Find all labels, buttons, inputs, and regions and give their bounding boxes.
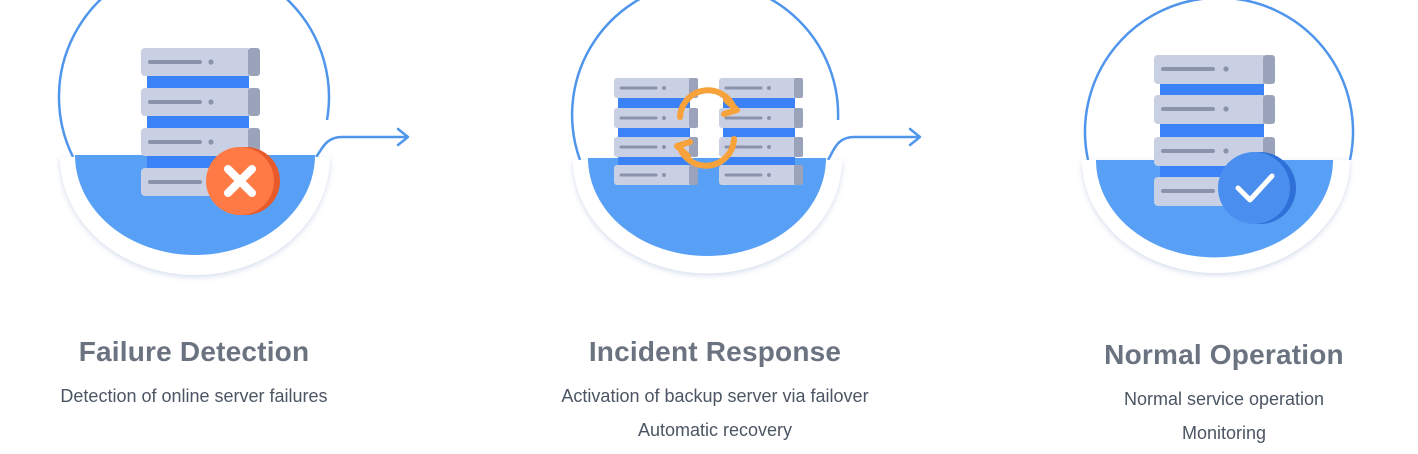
step-1-illustration xyxy=(57,0,410,275)
step-2-backup-server-icon xyxy=(719,78,803,185)
sync-arrows-icon xyxy=(674,87,740,169)
step-3-text: Normal Operation Normal service operatio… xyxy=(1014,338,1418,450)
step-3-server-icon xyxy=(1154,55,1275,206)
step-3-illustration xyxy=(1082,0,1355,273)
step-3-description-line-1: Normal service operation xyxy=(1123,389,1325,409)
step-2-title: Incident Response xyxy=(588,336,842,367)
step-3-outline-arc xyxy=(1083,0,1355,161)
step-2-text: Incident Response Activation of backup s… xyxy=(505,335,925,447)
step-1-description: Detection of online server failures xyxy=(60,386,328,406)
step-1-outline-arc xyxy=(57,0,331,158)
step-2-description-line-1: Activation of backup server via failover xyxy=(561,386,869,406)
step-2-outline-arc xyxy=(570,0,840,161)
step-2-illustration xyxy=(570,0,922,274)
step-3-title: Normal Operation xyxy=(1104,339,1344,370)
step-3-description-line-2: Monitoring xyxy=(1181,423,1267,443)
check-icon xyxy=(1218,152,1296,224)
step-2-connector-arrow xyxy=(826,135,920,161)
error-x-icon xyxy=(206,147,280,215)
step-1-title: Failure Detection xyxy=(78,336,310,367)
step-1-text: Failure Detection Detection of online se… xyxy=(0,335,404,413)
step-2-arrow-head-icon xyxy=(908,127,922,147)
step-1-connector-arrow xyxy=(315,135,408,158)
step-2-description-line-2: Automatic recovery xyxy=(637,420,793,440)
step-2-primary-server-icon xyxy=(614,78,698,185)
step-1-arrow-head-icon xyxy=(396,127,410,147)
